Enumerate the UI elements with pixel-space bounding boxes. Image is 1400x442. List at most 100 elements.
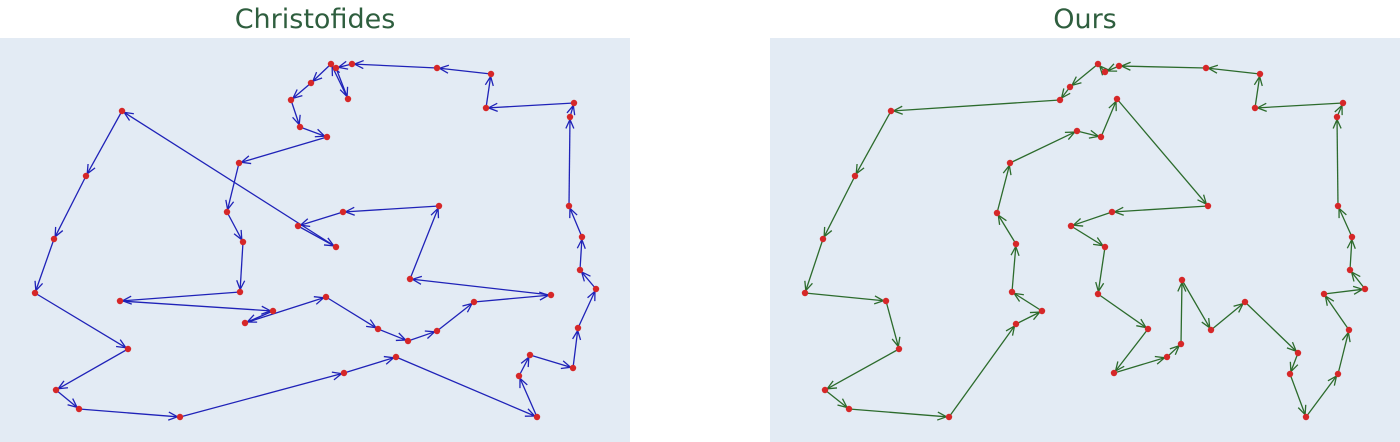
- city-node: [235, 159, 243, 167]
- city-node: [236, 288, 244, 296]
- city-node: [339, 208, 347, 216]
- city-node: [223, 208, 231, 216]
- tour-edge: [241, 136, 328, 163]
- city-node: [1012, 320, 1020, 328]
- tour-edge: [1076, 130, 1099, 138]
- city-node: [470, 298, 478, 306]
- tour-edge: [412, 278, 552, 296]
- city-node: [1008, 288, 1016, 296]
- tour-edge: [292, 82, 312, 99]
- tour-edge: [35, 238, 55, 291]
- tour-edge: [569, 208, 583, 238]
- city-node: [344, 95, 352, 103]
- tour-edge: [1113, 357, 1165, 374]
- city-node: [1361, 285, 1369, 293]
- city-node: [1113, 95, 1121, 103]
- city-node: [565, 202, 573, 210]
- tour-edge: [1009, 131, 1076, 164]
- tour-edge: [343, 357, 394, 374]
- tour-edge: [1121, 65, 1207, 69]
- tour-edge: [226, 162, 240, 210]
- tour-edge: [54, 175, 87, 238]
- city-node: [1012, 240, 1020, 248]
- plot-background: [770, 38, 1400, 442]
- tour-edge: [34, 292, 127, 349]
- city-node: [1097, 133, 1105, 141]
- tour-edge: [824, 389, 848, 408]
- city-node: [1286, 370, 1294, 378]
- tour-edge: [1100, 101, 1117, 138]
- city-node: [322, 293, 330, 301]
- tour-edge: [485, 76, 492, 109]
- city-node: [1241, 298, 1249, 306]
- tour-edge: [581, 271, 597, 290]
- tour-edge: [518, 356, 530, 377]
- city-node: [566, 113, 574, 121]
- tour-edge: [1070, 225, 1104, 247]
- tour-edge: [122, 291, 241, 302]
- tour-edge: [519, 378, 538, 418]
- tour-edge: [1290, 352, 1299, 372]
- city-node: [75, 405, 83, 413]
- tour-edge: [579, 239, 583, 271]
- tour-edge: [997, 214, 1017, 245]
- tour-edge: [1208, 67, 1261, 75]
- city-node: [1067, 222, 1075, 230]
- tour-edge: [1097, 246, 1106, 292]
- city-node: [1256, 70, 1264, 78]
- city-node: [327, 60, 335, 68]
- tour-edge: [948, 325, 1016, 418]
- city-node: [819, 235, 827, 243]
- city-node: [574, 324, 582, 332]
- city-node: [533, 413, 541, 421]
- tour-edge: [577, 290, 596, 329]
- tour-edge: [1114, 205, 1209, 213]
- tour-edge: [1073, 211, 1113, 226]
- city-node: [1163, 353, 1171, 361]
- tour-edge: [409, 208, 439, 280]
- tour-edge: [179, 373, 342, 418]
- tour-edge: [885, 300, 899, 347]
- city-node: [851, 172, 859, 180]
- tour-nodes: [801, 60, 1369, 421]
- tour-edge: [893, 99, 1061, 112]
- tour-edge: [86, 110, 123, 175]
- city-node: [1334, 202, 1342, 210]
- city-node: [1144, 325, 1152, 333]
- tour-edge: [826, 348, 900, 390]
- city-node: [340, 369, 348, 377]
- city-node: [1251, 104, 1259, 112]
- city-node: [1073, 127, 1081, 135]
- tour-edge: [804, 292, 884, 302]
- city-node: [1346, 266, 1354, 274]
- tour-edge: [1013, 292, 1043, 312]
- tour-edge: [1097, 293, 1147, 329]
- tour-edge: [572, 330, 579, 369]
- tour-edge: [996, 165, 1010, 214]
- city-node: [50, 235, 58, 243]
- tour-edge: [354, 63, 438, 69]
- city-node: [945, 413, 953, 421]
- city-node: [116, 297, 124, 305]
- tour-edge: [1254, 76, 1261, 109]
- tour-edge: [488, 102, 575, 109]
- city-node: [406, 275, 414, 283]
- city-node: [1094, 290, 1102, 298]
- tour-edge: [1116, 98, 1207, 205]
- tour-edge: [226, 211, 243, 241]
- city-node: [482, 104, 490, 112]
- city-node: [118, 107, 126, 115]
- city-node: [392, 353, 400, 361]
- city-node: [821, 386, 829, 394]
- tour-edge: [331, 65, 349, 100]
- city-node: [269, 307, 277, 315]
- city-node: [433, 64, 441, 72]
- tour-edge: [1011, 246, 1017, 293]
- city-node: [374, 325, 382, 333]
- tour-edge: [345, 205, 440, 213]
- tour-edge: [244, 297, 324, 324]
- tour-edge: [439, 67, 492, 75]
- city-node: [1101, 68, 1109, 76]
- city-node: [1294, 349, 1302, 357]
- tour-edge: [1244, 301, 1297, 352]
